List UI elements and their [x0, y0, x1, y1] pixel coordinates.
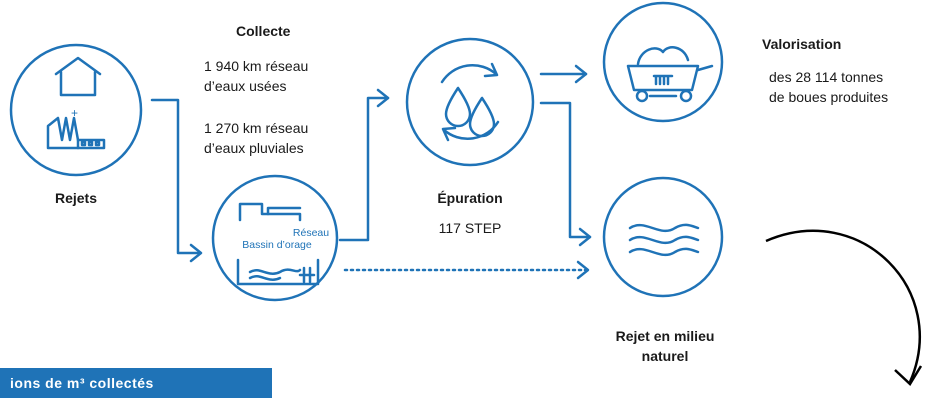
milieu-circle	[602, 176, 724, 298]
rejet-milieu-line-2: naturel	[641, 348, 689, 364]
waves-icon	[628, 223, 700, 257]
bassin-icon	[236, 202, 320, 286]
reseau-circle	[211, 174, 339, 302]
arrow-rejets-to-reseau	[150, 98, 202, 255]
volume-banner: ions de m³ collectés	[0, 368, 272, 398]
factory-icon	[46, 116, 106, 150]
bassin-label: Bassin d’orage	[242, 239, 312, 251]
arrow-head-5	[576, 260, 590, 280]
arrow-head-2	[376, 88, 390, 108]
cart-icon	[626, 46, 714, 103]
plus-sign: +	[71, 106, 78, 120]
epuration-subtitle: 117 STEP	[438, 220, 502, 236]
reseau-label: Réseau	[293, 227, 329, 239]
collecte-line-3: 1 270 km réseau	[204, 120, 309, 136]
collecte-line-2: d’eaux usées	[204, 78, 287, 94]
rejets-title: Rejets	[54, 190, 98, 206]
collecte-line-4: d’eaux pluviales	[204, 140, 304, 156]
valorisation-circle	[602, 1, 724, 123]
valorisation-line-2: de boues produites	[769, 89, 889, 105]
collecte-line-1: 1 940 km réseau	[204, 58, 309, 74]
epuration-circle	[405, 37, 535, 167]
valorisation-line-1: des 28 114 tonnes	[769, 69, 884, 85]
water-drops-icon	[440, 62, 500, 142]
curved-arrow	[765, 229, 921, 383]
arrow-epuration-to-milieu	[539, 101, 592, 239]
arrow-reseau-to-epuration	[338, 96, 390, 242]
arrow-head-3	[574, 64, 588, 84]
house-icon	[54, 56, 102, 97]
arrow-head-4	[578, 227, 592, 247]
rejets-circle	[9, 43, 143, 177]
collecte-title: Collecte	[236, 23, 291, 39]
rejet-milieu-line-1: Rejet en milieu	[615, 328, 715, 344]
valorisation-title: Valorisation	[762, 36, 842, 52]
water-cycle-diagram: + Réseau Bassin d’orage	[9, 1, 923, 386]
curved-arrow-head	[894, 365, 923, 386]
epuration-title: Épuration	[437, 190, 503, 206]
arrow-head-1	[189, 243, 203, 263]
